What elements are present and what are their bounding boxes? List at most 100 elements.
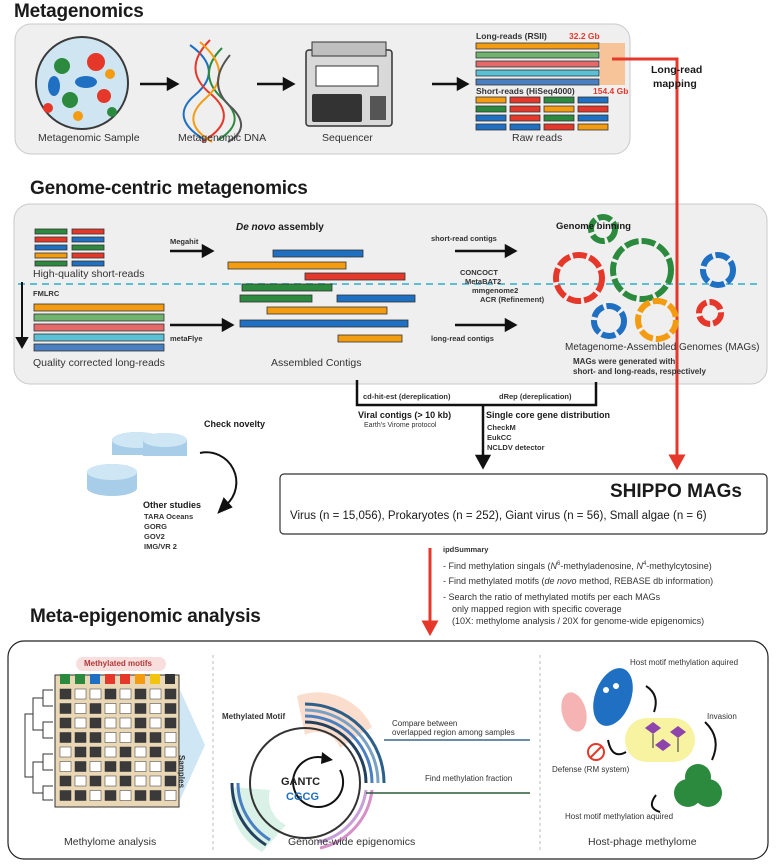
study-tara: TARA Oceans: [144, 512, 194, 521]
drep-label: dRep (dereplication): [499, 392, 572, 401]
ipd-b1-sup6: 6: [557, 561, 561, 567]
dendrogram: [24, 689, 53, 801]
heatmap-cell: [164, 732, 177, 743]
heatmap-cell: [149, 761, 162, 772]
heatmap-cell: [59, 688, 72, 700]
heatmap-cell: [149, 717, 162, 729]
long-read-contigs-label: long-read contigs: [431, 334, 494, 343]
long-reads-bars: [33, 303, 165, 352]
heatmap-cell: [74, 703, 87, 714]
gantc-label: GANTC: [281, 776, 321, 788]
phage-cluster-icon: [625, 718, 695, 762]
metagenomic-sample-label: Metagenomic Sample: [38, 132, 140, 144]
heatmap-cell: [119, 703, 132, 714]
short-reads-size: 154.4 Gb: [593, 86, 629, 96]
ipd-b2-end: method, REBASE db information): [576, 576, 714, 586]
heatmap-cell: [149, 775, 162, 787]
raw-reads-bars: [475, 42, 625, 131]
heatmap-cell: [164, 688, 177, 700]
ipd-b2-pre: - Find methylated motifs (: [443, 576, 545, 586]
heatmap-cell: [134, 761, 147, 772]
heatmap-cell: [104, 761, 117, 772]
heatmap-cell: [59, 746, 72, 758]
dereplication-lines: [355, 380, 598, 470]
binning-tool-1: MetaBAT2: [465, 277, 502, 286]
shippo-box: [279, 473, 768, 535]
fmlrc-arrow: [15, 282, 29, 350]
meta-epigenomic-title: Meta-epigenomic analysis: [30, 606, 261, 627]
ipd-b1-mid: -methyladenosine,: [560, 561, 637, 571]
heatmap-cell: [89, 761, 102, 772]
ipd-bullet-2: - Find methylated motifs (de novo method…: [443, 576, 713, 586]
genome-binning-label: Genome binning: [556, 221, 631, 232]
sequencer-label: Sequencer: [322, 132, 373, 144]
heatmap-cell: [89, 775, 102, 787]
pink-bacterium-icon: [561, 692, 587, 732]
methylated-motif-label: Methylated Motif: [222, 712, 286, 721]
heatmap-cell: [119, 746, 132, 758]
short-reads-label: Short-reads (HiSeq4000): [476, 86, 575, 96]
heatmap-cell: [59, 790, 72, 801]
heatmap-cell: [74, 790, 87, 801]
heatmap-cell: [164, 717, 177, 729]
heatmap-cell: [134, 746, 147, 758]
ipd-bullet-3-line-2: only mapped region with specific coverag…: [452, 604, 622, 614]
study-gov2: GOV2: [144, 532, 165, 541]
mags-note-2: short- and long-reads, respectively: [573, 367, 706, 376]
heatmap-cell: [74, 732, 87, 743]
host-bacterium-icon: [593, 668, 633, 726]
binning-tool-2: mmgenome2: [472, 286, 519, 295]
no-entry-icon: [587, 743, 605, 761]
heatmap-cell: [164, 746, 177, 758]
heatmap-cell: [119, 761, 132, 772]
heatmap-cell: [164, 790, 177, 801]
metagenomic-sample-icon: [35, 36, 129, 130]
ipd-bullet-3-line-1: - Search the ratio of methylated motifs …: [443, 592, 661, 602]
compare-label-1: Compare between: [392, 719, 458, 728]
ncldv-label: NCLDV detector: [487, 443, 545, 452]
short-read-contigs-label: short-read contigs: [431, 234, 497, 243]
heatmap-cell: [134, 688, 147, 700]
heatmap-cell: [134, 732, 147, 743]
motif-color-strip: [60, 674, 175, 684]
heatmap-cell: [89, 703, 102, 714]
heatmap-cell: [59, 732, 72, 743]
heatmap-cell: [89, 732, 102, 743]
single-core-gene-label: Single core gene distribution: [486, 410, 611, 420]
heatmap-cell: [74, 775, 87, 787]
mags-circles-icon: [553, 214, 736, 342]
denovo-italic: De novo: [236, 222, 276, 233]
heatmap-cell: [119, 790, 132, 801]
heatmap-cell: [149, 688, 162, 700]
checkm-label: CheckM: [487, 423, 516, 432]
ipd-bullet-3-line-3: (10X: methylome analysis / 20X for genom…: [452, 616, 705, 626]
genome-wide-label: Genome-wide epigenomics: [288, 836, 416, 848]
heatmap-cell: [89, 746, 102, 758]
hq-short-reads-bars: [34, 228, 105, 267]
megahit-label: Megahit: [170, 237, 199, 246]
genome-circle: [230, 692, 386, 852]
motifs-pill: [76, 657, 166, 671]
heatmap-cell: [134, 790, 147, 801]
heatmap-cell: [164, 703, 177, 714]
host-aquired-bottom-label: Host motif methylation aquired: [565, 812, 674, 821]
ipd-b2-italic: de novo: [544, 576, 577, 586]
ipd-bullet-1: - Find methylation singals (N6-methylade…: [443, 561, 712, 571]
heatmap-cell: [149, 703, 162, 714]
other-studies-label: Other studies: [143, 500, 202, 510]
find-fraction-label: Find methylation fraction: [425, 774, 513, 783]
heatmap-cell: [59, 703, 72, 714]
flow-arrows-1: [140, 76, 470, 92]
fmlrc-label: FMLRC: [33, 289, 60, 298]
ipd-b1-sup4: 4: [642, 561, 647, 567]
methylome-analysis-label: Methylome analysis: [64, 836, 157, 848]
metaflye-label: metaFlye: [170, 334, 203, 343]
shippo-title: SHIPPO MAGs: [610, 481, 742, 502]
heatmap-cell: [104, 703, 117, 714]
heatmap-cell: [104, 717, 117, 729]
eukcc-label: EukCC: [487, 433, 512, 442]
samples-arrow: [180, 690, 205, 800]
heatmap-cell: [119, 717, 132, 729]
heatmap-cell: [74, 746, 87, 758]
heatmap-cell: [89, 688, 102, 700]
